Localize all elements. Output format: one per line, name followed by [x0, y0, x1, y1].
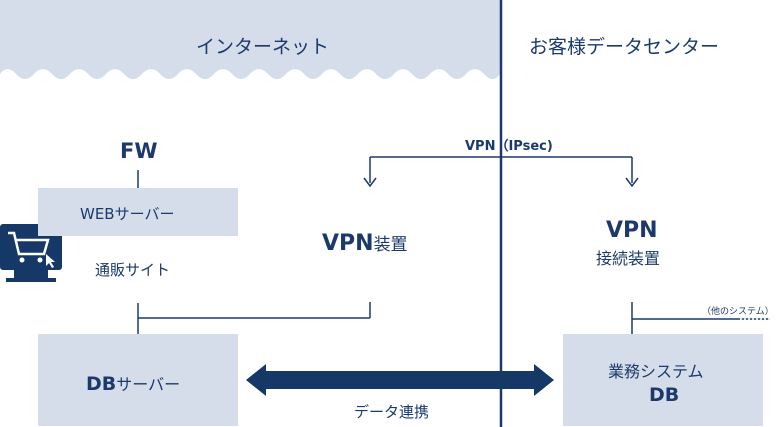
business-db-box — [563, 334, 763, 426]
vpn-connect-label-bold: VPN — [606, 218, 658, 243]
business-db-label: DB — [649, 384, 680, 406]
internet-cloud-band — [0, 0, 500, 79]
data-link-label: データ連携 — [354, 403, 430, 421]
datacenter-label: お客様データセンター — [529, 36, 720, 58]
data-link-arrow — [246, 364, 554, 396]
fw-label: FW — [120, 139, 158, 163]
vpn-ipsec-right-arrowhead — [625, 177, 639, 188]
ec-site-label: 通販サイト — [95, 261, 171, 279]
internet-label: インターネット — [196, 36, 330, 58]
business-system-label: 業務システム — [608, 362, 704, 381]
db-server-label-bold: DB — [86, 373, 117, 395]
vpn-ipsec-left-arrowhead — [363, 177, 377, 188]
vpn-device-label: VPN装置 — [322, 230, 408, 256]
vpn-device-label-suffix: 装置 — [373, 235, 408, 255]
vpn-connect-label-suffix: 接続装置 — [596, 249, 661, 268]
vpn-ipsec-label: VPN（IPsec) — [465, 139, 553, 154]
other-system-label: （他のシステム） — [702, 307, 774, 317]
web-server-label: WEBサーバー — [80, 205, 175, 223]
db-server-label-suffix: サーバー — [116, 375, 181, 394]
web-server-box — [38, 188, 238, 236]
vpn-device-label-bold: VPN — [322, 231, 374, 256]
db-server-box — [38, 334, 238, 426]
db-server-label: DBサーバー — [86, 371, 180, 395]
